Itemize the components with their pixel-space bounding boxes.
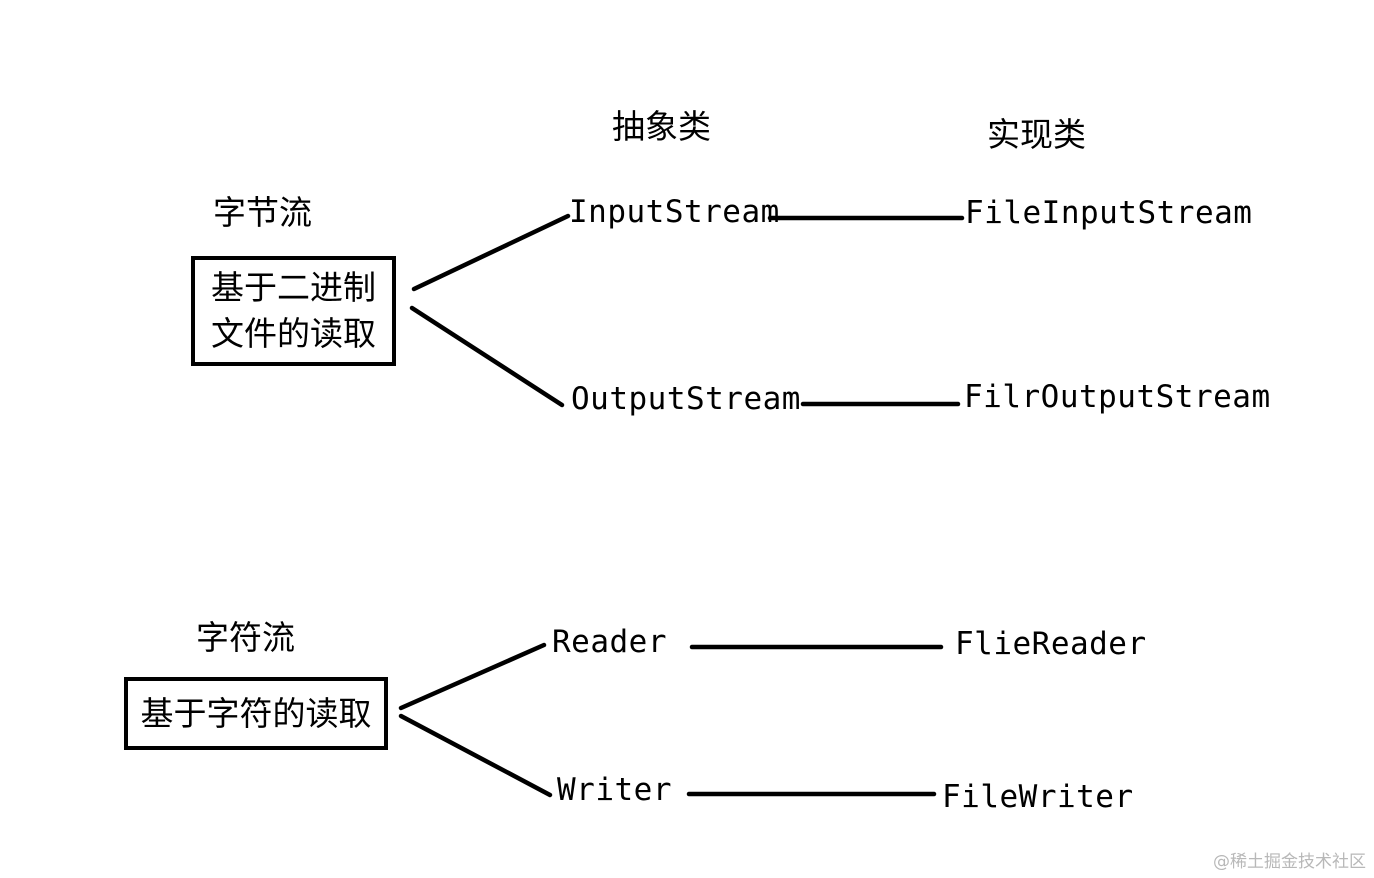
implementation-class-heading: 实现类 <box>987 115 1086 154</box>
writer-label: Writer <box>557 772 672 808</box>
connector-byte-to-outputstream <box>409 305 565 408</box>
char-stream-title: 字符流 <box>196 618 295 657</box>
filroutputstream-label: FilrOutputStream <box>964 379 1271 415</box>
char-stream-box-line1: 基于字符的读取 <box>140 693 372 733</box>
byte-stream-box-line2: 文件的读取 <box>211 314 376 353</box>
byte-stream-title: 字节流 <box>213 193 312 232</box>
outputstream-label: OutputStream <box>571 381 801 417</box>
reader-label: Reader <box>552 624 667 660</box>
filewriter-label: FileWriter <box>942 779 1134 815</box>
abstract-class-heading: 抽象类 <box>612 107 711 146</box>
char-stream-box: 基于字符的读取 <box>124 677 388 750</box>
fliereader-label: FlieReader <box>955 626 1147 662</box>
byte-stream-box: 基于二进制 文件的读取 <box>191 256 396 366</box>
watermark: @稀土掘金技术社区 <box>1213 852 1366 872</box>
inputstream-label: InputStream <box>569 194 780 230</box>
connector-byte-to-inputstream <box>411 213 571 292</box>
connector-char-to-reader <box>398 642 547 711</box>
connector-char-to-writer <box>398 713 553 798</box>
byte-stream-box-line1: 基于二进制 <box>211 268 376 308</box>
fileinputstream-label: FileInputStream <box>965 195 1253 231</box>
